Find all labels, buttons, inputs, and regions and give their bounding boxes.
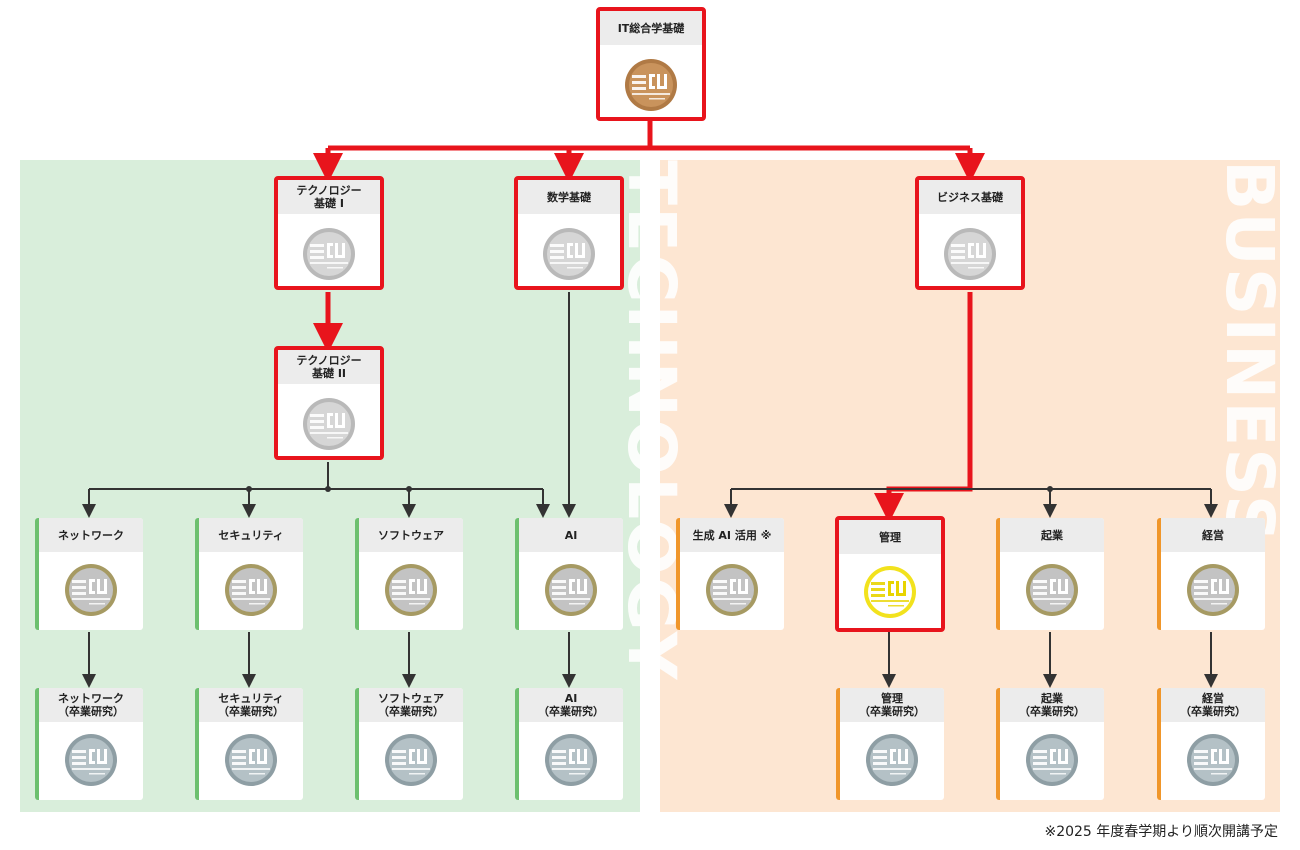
course-card-ai-thesis[interactable]: AI （卒業研究） (515, 688, 623, 800)
course-card-math-foundation[interactable]: 数学基礎 (514, 176, 624, 290)
course-title: セキュリティ (199, 518, 303, 552)
course-title: ネットワーク （卒業研究） (39, 688, 143, 722)
credential-badge-icon (64, 563, 118, 617)
credential-badge-icon (224, 733, 278, 787)
course-title: 生成 AI 活用 ※ (680, 518, 784, 552)
footnote: ※2025 年度春学期より順次開講予定 (1044, 824, 1278, 840)
credential-badge-icon (544, 733, 598, 787)
course-card-tech-foundation-2[interactable]: テクノロジー 基礎 II (274, 346, 384, 460)
credential-badge-icon (863, 565, 917, 619)
course-card-management-thesis[interactable]: 管理 （卒業研究） (836, 688, 944, 800)
credential-badge-icon (1025, 563, 1079, 617)
course-card-security-thesis[interactable]: セキュリティ （卒業研究） (195, 688, 303, 800)
credential-badge-icon (302, 227, 356, 281)
course-title: ソフトウェア (359, 518, 463, 552)
course-title: 数学基礎 (518, 180, 620, 214)
course-title: ビジネス基礎 (919, 180, 1021, 214)
course-title: AI （卒業研究） (519, 688, 623, 722)
course-title: 起業 (1000, 518, 1104, 552)
course-card-business-admin-thesis[interactable]: 経営 （卒業研究） (1157, 688, 1265, 800)
red-connector-root (328, 121, 970, 151)
course-card-genai[interactable]: 生成 AI 活用 ※ (676, 518, 784, 630)
credential-badge-icon (384, 563, 438, 617)
course-title: IT総合学基礎 (600, 11, 702, 45)
credential-badge-icon (302, 397, 356, 451)
course-card-it-general[interactable]: IT総合学基礎 (596, 7, 706, 121)
credential-badge-icon (865, 733, 919, 787)
course-title: 経営 (1161, 518, 1265, 552)
course-card-startup-thesis[interactable]: 起業 （卒業研究） (996, 688, 1104, 800)
course-card-software-thesis[interactable]: ソフトウェア （卒業研究） (355, 688, 463, 800)
course-title: テクノロジー 基礎 II (278, 350, 380, 384)
course-card-security[interactable]: セキュリティ (195, 518, 303, 630)
credential-badge-icon (1025, 733, 1079, 787)
course-title: セキュリティ （卒業研究） (199, 688, 303, 722)
course-card-ai[interactable]: AI (515, 518, 623, 630)
red-path-management (874, 292, 973, 523)
credential-badge-icon (1186, 733, 1240, 787)
course-card-network[interactable]: ネットワーク (35, 518, 143, 630)
tech2-branch (89, 462, 543, 490)
credential-badge-icon (624, 58, 678, 112)
course-title: 起業 （卒業研究） (1000, 688, 1104, 722)
course-title: 管理 （卒業研究） (840, 688, 944, 722)
course-card-management[interactable]: 管理 (835, 516, 945, 632)
course-title: ネットワーク (39, 518, 143, 552)
credential-badge-icon (544, 563, 598, 617)
course-card-startup[interactable]: 起業 (996, 518, 1104, 630)
credential-badge-icon (705, 563, 759, 617)
course-title: 管理 (839, 520, 941, 554)
credential-badge-icon (64, 733, 118, 787)
credential-badge-icon (542, 227, 596, 281)
credential-badge-icon (384, 733, 438, 787)
course-card-software[interactable]: ソフトウェア (355, 518, 463, 630)
course-title: ソフトウェア （卒業研究） (359, 688, 463, 722)
course-card-business-admin[interactable]: 経営 (1157, 518, 1265, 630)
course-title: 経営 （卒業研究） (1161, 688, 1265, 722)
credential-badge-icon (1186, 563, 1240, 617)
course-card-network-thesis[interactable]: ネットワーク （卒業研究） (35, 688, 143, 800)
credential-badge-icon (224, 563, 278, 617)
course-card-business-foundation[interactable]: ビジネス基礎 (915, 176, 1025, 290)
course-title: AI (519, 518, 623, 552)
credential-badge-icon (943, 227, 997, 281)
course-card-tech-foundation-1[interactable]: テクノロジー 基礎 I (274, 176, 384, 290)
course-title: テクノロジー 基礎 I (278, 180, 380, 214)
